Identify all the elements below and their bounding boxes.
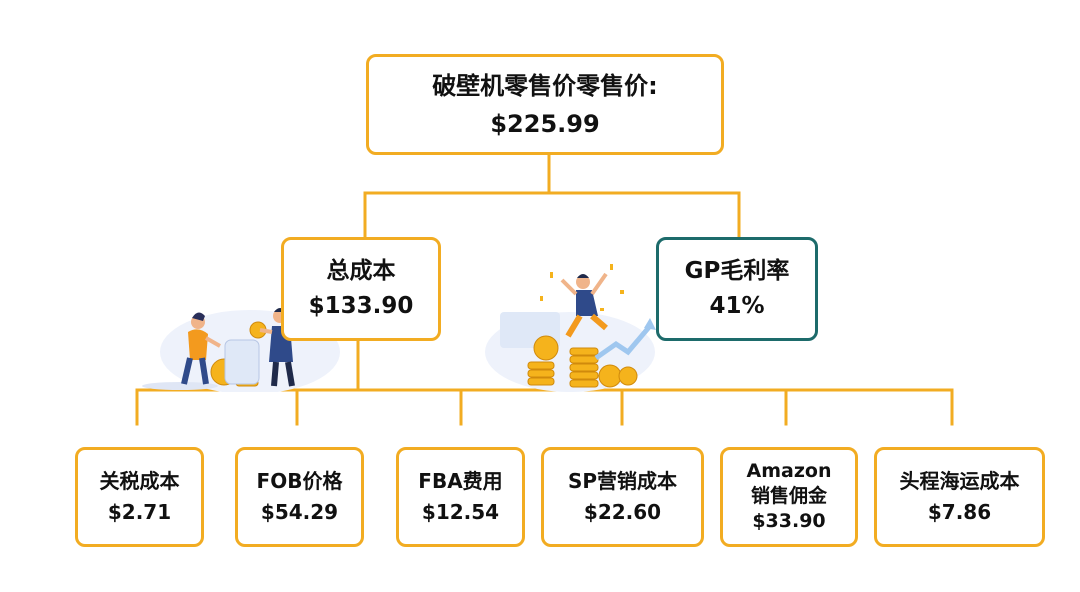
amazon-commission-value: $33.90 xyxy=(752,509,826,532)
tariff-cost-node: 关税成本 $2.71 xyxy=(75,447,204,547)
tariff-cost-value: $2.71 xyxy=(107,500,172,524)
first-leg-shipping-title: 头程海运成本 xyxy=(899,469,1020,493)
total-cost-value: $133.90 xyxy=(308,293,414,319)
fob-price-value: $54.29 xyxy=(260,500,339,524)
total-cost-title: 总成本 xyxy=(326,258,396,285)
gross-margin-node: GP毛利率 41% xyxy=(656,237,818,341)
fba-fee-value: $12.54 xyxy=(421,500,500,524)
first-leg-shipping-value: $7.86 xyxy=(927,500,992,524)
sp-marketing-cost-title: SP营销成本 xyxy=(567,469,678,493)
retail-price-node: 破壁机零售价零售价: $225.99 xyxy=(366,54,724,155)
tariff-cost-title: 关税成本 xyxy=(99,469,180,493)
fob-price-node: FOB价格 $54.29 xyxy=(235,447,364,547)
gross-margin-value: 41% xyxy=(709,293,765,319)
fba-fee-title: FBA费用 xyxy=(418,469,503,493)
total-cost-node: 总成本 $133.90 xyxy=(281,237,441,341)
gross-margin-title: GP毛利率 xyxy=(684,258,790,285)
first-leg-shipping-node: 头程海运成本 $7.86 xyxy=(874,447,1045,547)
amazon-commission-node: Amazon 销售佣金 $33.90 xyxy=(720,447,858,547)
fba-fee-node: FBA费用 $12.54 xyxy=(396,447,525,547)
retail-price-title: 破壁机零售价零售价: xyxy=(432,71,658,100)
amazon-commission-title: 销售佣金 xyxy=(750,485,827,508)
retail-price-value: $225.99 xyxy=(490,109,600,138)
amazon-commission-brand: Amazon xyxy=(746,460,832,483)
fob-price-title: FOB价格 xyxy=(256,469,343,493)
sp-marketing-cost-value: $22.60 xyxy=(583,500,662,524)
sp-marketing-cost-node: SP营销成本 $22.60 xyxy=(541,447,704,547)
person-jumping-coins-illustration xyxy=(485,264,656,392)
